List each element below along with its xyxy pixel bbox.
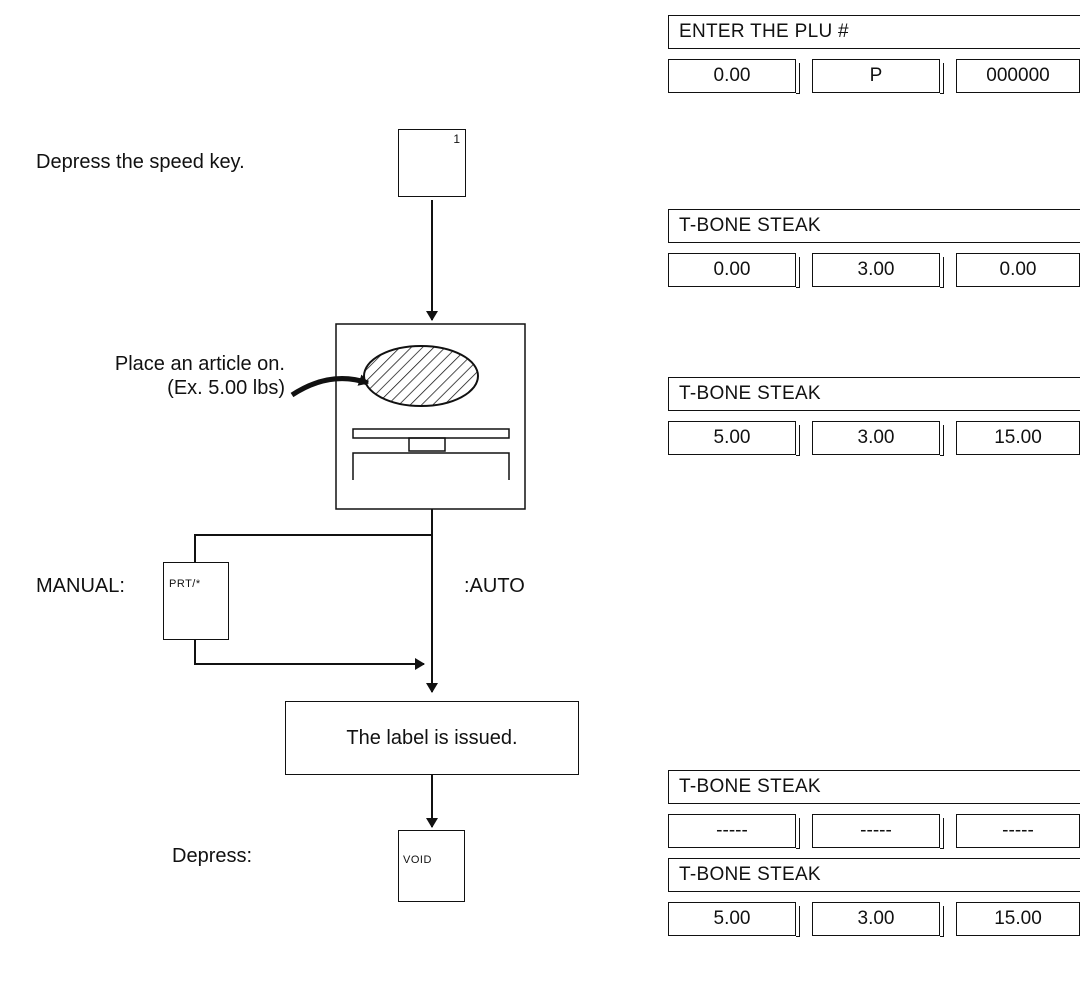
display-unit-price: ----- [812, 814, 940, 848]
placement-arrow-icon [292, 379, 368, 395]
display-unit-price: P [812, 59, 940, 93]
step2-label-line2: (Ex. 5.00 lbs) [40, 376, 285, 400]
display-values-row: 0.00 3.00 0.00 [668, 253, 1080, 289]
label-issued-box: The label is issued. [285, 701, 579, 775]
display-unit-price: 3.00 [812, 902, 940, 936]
display-speed-key: T-BONE STEAK 0.00 3.00 0.00 [668, 209, 1080, 289]
display-title: T-BONE STEAK [668, 377, 1080, 411]
auto-label: :AUTO [464, 574, 525, 598]
scale-platform-icon [353, 429, 509, 438]
manual-label: MANUAL: [36, 574, 125, 598]
display-weighed: T-BONE STEAK 5.00 3.00 15.00 [668, 377, 1080, 457]
display-total: 15.00 [956, 902, 1080, 936]
display-weight: ----- [668, 814, 796, 848]
speed-key-1[interactable]: 1 [398, 129, 466, 197]
display-title: ENTER THE PLU # [668, 15, 1080, 49]
display-weight: 5.00 [668, 902, 796, 936]
display-total: ----- [956, 814, 1080, 848]
display-enter-plu: ENTER THE PLU # 0.00 P 000000 [668, 15, 1080, 95]
step1-label: Depress the speed key. [36, 150, 245, 174]
manual-branch-line [195, 535, 432, 562]
display-title: T-BONE STEAK [668, 209, 1080, 243]
display-unit-price: 3.00 [812, 421, 940, 455]
display-printing: T-BONE STEAK ----- ----- ----- [668, 770, 1080, 850]
display-weight: 5.00 [668, 421, 796, 455]
display-values-row: 5.00 3.00 15.00 [668, 421, 1080, 457]
display-values-row: ----- ----- ----- [668, 814, 1080, 850]
display-unit-price: 3.00 [812, 253, 940, 287]
speed-key-number: 1 [453, 132, 460, 146]
manual-return-arrow [195, 640, 424, 664]
display-total: 0.00 [956, 253, 1080, 287]
display-weight: 0.00 [668, 253, 796, 287]
display-weight: 0.00 [668, 59, 796, 93]
display-title: T-BONE STEAK [668, 770, 1080, 804]
void-key-label: VOID [403, 854, 432, 866]
display-after-void: T-BONE STEAK 5.00 3.00 15.00 [668, 858, 1080, 938]
display-total: 000000 [956, 59, 1080, 93]
print-key-label: PRT/* [169, 578, 201, 590]
display-total: 15.00 [956, 421, 1080, 455]
void-key[interactable]: VOID [398, 830, 465, 902]
void-label: Depress: [172, 844, 252, 868]
display-title: T-BONE STEAK [668, 858, 1080, 892]
article-icon [364, 346, 478, 406]
step2-label-line1: Place an article on. [40, 352, 285, 376]
display-values-row: 0.00 P 000000 [668, 59, 1080, 95]
display-values-row: 5.00 3.00 15.00 [668, 902, 1080, 938]
print-key[interactable]: PRT/* [163, 562, 229, 640]
